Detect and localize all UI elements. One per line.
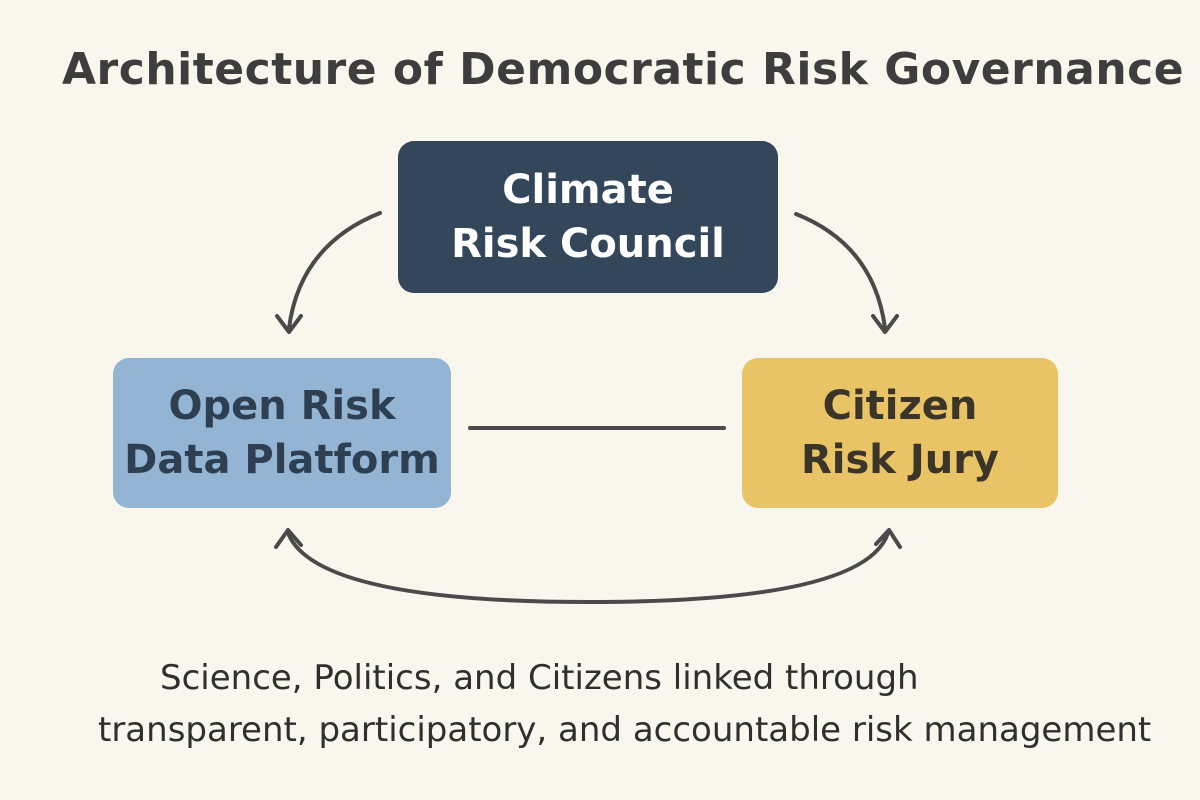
council-label-line1: Climate xyxy=(502,167,674,213)
caption-line1: Science, Politics, and Citizens linked t… xyxy=(160,658,919,698)
diagram-title: Architecture of Democratic Risk Governan… xyxy=(62,44,1185,95)
arrowhead-council-to-platform xyxy=(275,314,303,334)
arrowhead-feedback-platform xyxy=(274,528,303,549)
arrow-platform-jury-feedback xyxy=(286,531,890,605)
jury-label-line1: Citizen xyxy=(822,383,978,429)
open-risk-data-platform-node: Open Risk Data Platform xyxy=(113,358,451,508)
platform-label-line2: Data Platform xyxy=(124,437,440,483)
climate-risk-council-node: Climate Risk Council xyxy=(398,141,778,293)
caption-line2: transparent, participatory, and accounta… xyxy=(98,710,1152,750)
citizen-risk-jury-node: Citizen Risk Jury xyxy=(742,358,1058,508)
arrowhead-feedback-jury xyxy=(874,528,902,549)
arrowhead-council-to-jury xyxy=(871,314,899,334)
platform-label-line1: Open Risk xyxy=(168,383,396,429)
jury-label-line2: Risk Jury xyxy=(800,437,999,483)
council-label-line2: Risk Council xyxy=(451,221,725,267)
arrow-council-to-jury xyxy=(794,212,887,330)
arrow-council-to-platform xyxy=(287,211,382,330)
